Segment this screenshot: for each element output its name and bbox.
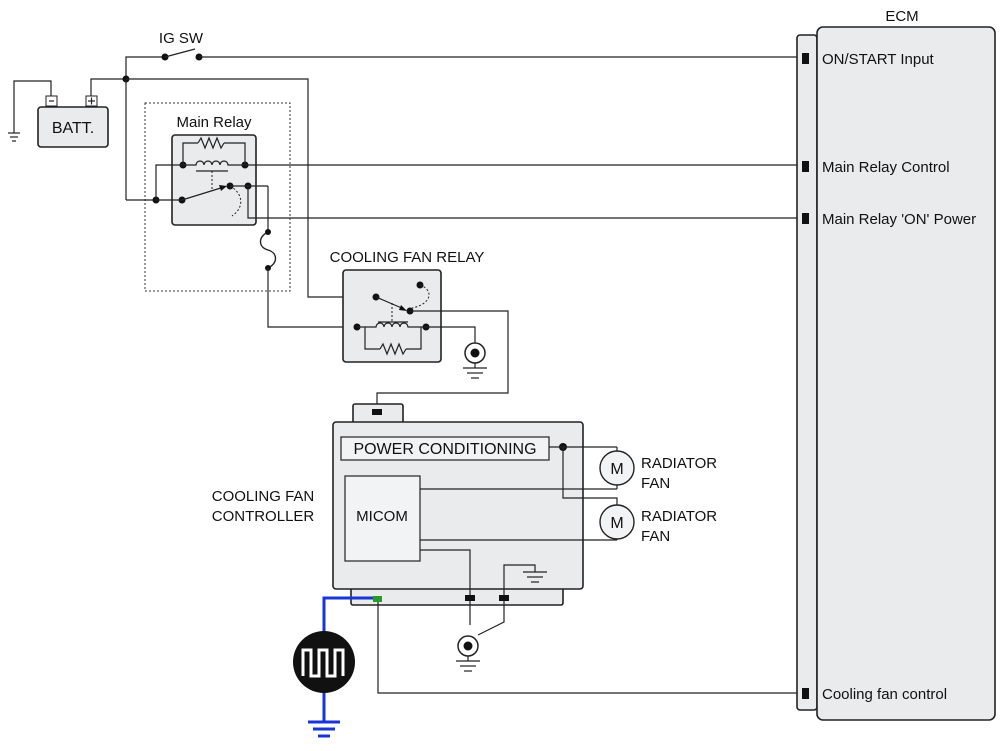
fan-label-line2: FAN bbox=[641, 528, 670, 545]
ecm-label-cooling-fan-control: Cooling fan control bbox=[822, 686, 947, 703]
cooling-fan-control-wire bbox=[377, 602, 797, 694]
controller-label-line2: CONTROLLER bbox=[212, 508, 315, 525]
power-conditioning-label: POWER CONDITIONING bbox=[353, 441, 536, 458]
pwm-square-wave-icon bbox=[293, 631, 355, 693]
battery-ground-wire bbox=[13, 80, 52, 133]
power-conditioning-box bbox=[340, 436, 550, 461]
battery: BATT. bbox=[8, 78, 126, 148]
ecm-body bbox=[816, 26, 996, 721]
ecm-pin-cooling-fan-control bbox=[802, 688, 809, 699]
fan-motor-label: M bbox=[610, 515, 623, 532]
main-relay-coil bbox=[183, 160, 245, 166]
cooling-fan-controller: COOLING FAN CONTROLLER POWER CONDITIONIN… bbox=[212, 403, 617, 672]
fan-label-line2: FAN bbox=[641, 475, 670, 492]
micom-box bbox=[344, 475, 421, 562]
ig-switch: IG SW bbox=[125, 30, 797, 79]
green-connector-pin bbox=[373, 596, 382, 602]
battery-label: BATT. bbox=[52, 120, 94, 137]
battery-positive-wire bbox=[90, 78, 126, 96]
cooling-fan-relay-label: COOLING FAN RELAY bbox=[330, 249, 485, 266]
fuse-icon bbox=[259, 231, 277, 269]
ecm-label-main-relay-control: Main Relay Control bbox=[822, 159, 950, 176]
ecm-module: ECM ON/START Input Main Relay Control Ma… bbox=[796, 8, 996, 721]
fan-label-line1: RADIATOR bbox=[641, 508, 717, 525]
main-relay-resistor bbox=[197, 136, 225, 150]
main-relay-label: Main Relay bbox=[176, 114, 252, 131]
cooling-fan-relay-group: COOLING FAN RELAY bbox=[330, 249, 509, 410]
controller-label-line1: COOLING FAN bbox=[212, 488, 315, 505]
fan-relay-output-wire bbox=[376, 310, 509, 410]
ig-sw-label: IG SW bbox=[159, 30, 204, 47]
main-relay-dashed-enclosure bbox=[144, 102, 291, 292]
ecm-label-on-start: ON/START Input bbox=[822, 51, 935, 68]
radiator-fan-1: M RADIATOR FAN bbox=[598, 446, 717, 492]
ecm-connector-strip bbox=[796, 34, 818, 711]
battery-body bbox=[37, 106, 109, 148]
ground-terminal-icon bbox=[463, 342, 487, 379]
micom-label: MICOM bbox=[356, 508, 408, 525]
main-relay-group: Main Relay bbox=[144, 102, 797, 328]
ground-terminal-icon bbox=[456, 635, 480, 672]
fan-motor-label: M bbox=[610, 461, 623, 478]
blue-signal-wire bbox=[322, 596, 373, 632]
ecm-label-main-relay-on-power: Main Relay 'ON' Power bbox=[822, 211, 976, 228]
ecm-pin-main-relay-control bbox=[802, 161, 809, 172]
ecm-title: ECM bbox=[885, 8, 918, 25]
cooling-fan-relay-resistor bbox=[379, 342, 407, 356]
fan-relay-feed-wire bbox=[126, 78, 376, 298]
main-relay-body bbox=[171, 134, 257, 226]
cooling-fan-relay-coil bbox=[357, 322, 426, 328]
radiator-fan-2: M RADIATOR FAN bbox=[598, 497, 717, 545]
ecm-pin-on-start bbox=[802, 53, 809, 64]
fan-label-line1: RADIATOR bbox=[641, 455, 717, 472]
controller-bottom-connector bbox=[350, 587, 564, 606]
pwm-signal-source bbox=[293, 596, 373, 738]
ground-symbol bbox=[8, 132, 20, 142]
ecm-pin-main-relay-on-power bbox=[802, 213, 809, 224]
main-relay-on-power-wire bbox=[247, 186, 797, 219]
